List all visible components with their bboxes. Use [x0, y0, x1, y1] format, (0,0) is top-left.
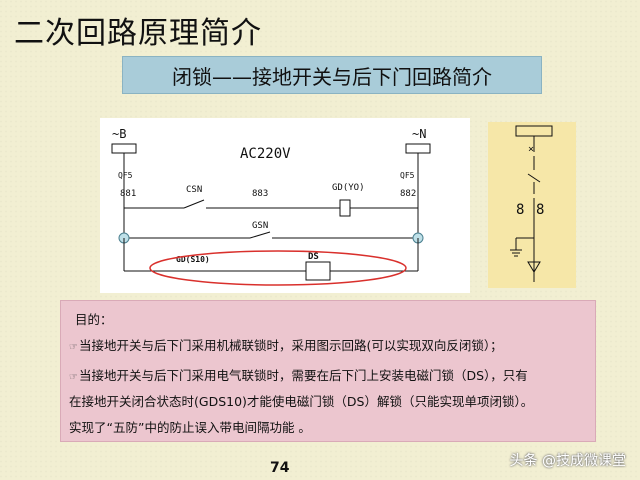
lock-ds-box: [305, 261, 331, 281]
notes-item-2-text: 当接地开关与后下门采用电气联锁时，需要在后下门上安装电磁门锁（DS），只有: [79, 368, 528, 383]
node-881-label: 881: [120, 189, 136, 199]
notes-panel: 目的： ☞当接地开关与后下门采用机械联锁时，采用图示回路(可以实现双向反闭锁）；…: [60, 300, 596, 442]
circuit-diagram: ~B QF5 881 ~N QF5 882 AC220V CSN 883 GD(…: [100, 118, 470, 293]
page-number: 74: [270, 460, 290, 476]
coil-gd-yo: [339, 199, 351, 217]
lock-ds-label: DS: [308, 252, 319, 262]
switchgear-schematic: × 8 8: [488, 122, 576, 288]
node-882-label: 882: [400, 189, 416, 199]
notes-item-2-cont: 在接地开关闭合状态时(GDS10)才能使电磁门锁（DS）解锁（只能实现单项闭锁）…: [69, 394, 534, 409]
bus-right-label: ~N: [412, 127, 426, 141]
bullet-icon: ☞: [69, 342, 78, 353]
switch-gsn-label: GSN: [252, 221, 268, 231]
notes-item-1-text: 当接地开关与后下门采用机械联锁时，采用图示回路(可以实现双向反闭锁）；: [79, 338, 503, 353]
notes-conclusion: 实现了“五防”中的防止误入带电间隔功能 。: [69, 420, 311, 435]
bus-left-label: ~B: [112, 127, 126, 141]
fuse-right-box: [405, 143, 431, 154]
notes-item-2: ☞当接地开关与后下门采用电气联锁时，需要在后下门上安装电磁门锁（DS），只有: [69, 365, 528, 384]
notes-item-1: ☞当接地开关与后下门采用机械联锁时，采用图示回路(可以实现双向反闭锁）；: [69, 335, 503, 354]
bullet-icon: ☞: [69, 372, 78, 383]
fuse-left-box: [111, 143, 137, 154]
svg-text:8: 8: [516, 202, 524, 218]
watermark: 头条 @技成微课堂: [509, 453, 626, 469]
notes-heading: 目的：: [75, 312, 113, 327]
fuse-left-label: QF5: [118, 171, 133, 180]
page-title: 二次回路原理简介: [14, 16, 262, 51]
coil-gd-yo-label: GD(YO): [332, 183, 365, 193]
svg-text:8: 8: [536, 202, 544, 218]
highlight-ellipse: [149, 250, 407, 286]
contact-gds10-label: GD(S10): [176, 255, 210, 264]
section-title-text: 闭锁——接地开关与后下门回路简介: [172, 64, 492, 89]
node-883-label: 883: [252, 189, 268, 199]
fuse-right-label: QF5: [400, 171, 415, 180]
switch-csn-label: CSN: [186, 185, 202, 195]
section-title: 闭锁——接地开关与后下门回路简介: [122, 56, 542, 94]
supply-label: AC220V: [240, 146, 291, 162]
svg-text:×: ×: [528, 144, 534, 155]
